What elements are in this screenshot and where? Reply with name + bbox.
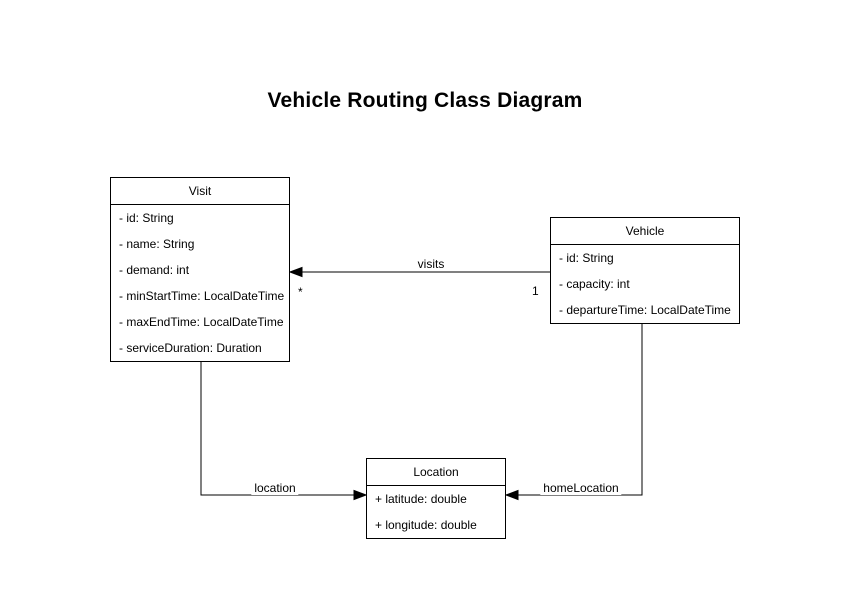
multiplicity-visits-source: 1 <box>530 284 541 298</box>
attribute-row: - name: String <box>119 237 195 251</box>
diagram-title: Vehicle Routing Class Diagram <box>267 89 583 112</box>
class-name: Visit <box>111 178 289 205</box>
class-name: Vehicle <box>551 218 739 245</box>
attribute-row: - serviceDuration: Duration <box>119 341 262 355</box>
edge-homelocation[interactable] <box>504 320 643 501</box>
class-box-location[interactable]: Location + latitude: double + longitude:… <box>366 458 506 539</box>
attribute-row: - demand: int <box>119 263 190 277</box>
attribute-row: - id: String <box>559 251 614 265</box>
multiplicity-visits-target: * <box>296 285 305 299</box>
edge-label-homelocation[interactable]: homeLocation <box>540 481 622 495</box>
edge-label-location[interactable]: location <box>251 481 299 495</box>
edge-label-visits[interactable]: visits <box>414 257 448 271</box>
class-box-visit[interactable]: Visit - id: String - name: String - dema… <box>110 177 290 362</box>
edge-visits[interactable] <box>288 266 550 278</box>
attribute-row: - minStartTime: LocalDateTime <box>119 289 285 303</box>
class-box-vehicle[interactable]: Vehicle - id: String - capacity: int - d… <box>550 217 740 324</box>
attribute-row: - departureTime: LocalDateTime <box>559 303 731 317</box>
arrowhead-homelocation <box>504 489 519 501</box>
attribute-row: - capacity: int <box>559 277 630 291</box>
class-name: Location <box>367 459 505 486</box>
attribute-row: - maxEndTime: LocalDateTime <box>119 315 284 329</box>
attribute-row: + longitude: double <box>375 518 477 532</box>
attribute-row: - id: String <box>119 211 174 225</box>
edge-location[interactable] <box>200 360 368 501</box>
arrowhead-visits <box>288 266 303 278</box>
attribute-row: + latitude: double <box>375 492 467 506</box>
arrowhead-location <box>353 489 368 501</box>
